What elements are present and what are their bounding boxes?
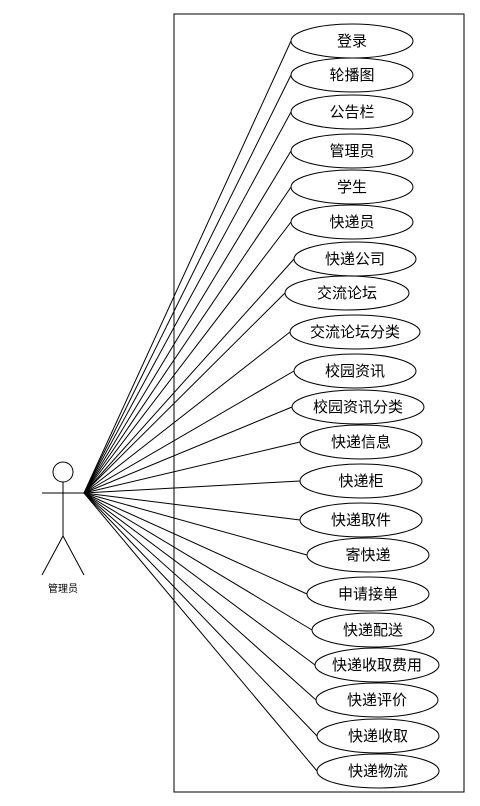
use-case-label: 快递柜 xyxy=(338,472,383,490)
use-case-label: 快递取件 xyxy=(331,511,391,529)
use-case: 快递员 xyxy=(290,204,414,240)
association-line xyxy=(83,406,293,494)
use-case: 登录 xyxy=(290,23,414,59)
use-case-label: 申请接单 xyxy=(338,585,398,603)
use-case: 快递评价 xyxy=(315,682,439,718)
associations xyxy=(83,40,318,772)
use-case-ellipse xyxy=(290,133,414,169)
use-cases: 登录轮播图公告栏管理员学生快递员快递公司交流论坛交流论坛分类校园资讯校园资讯分类… xyxy=(284,23,440,789)
use-case: 交流论坛 xyxy=(284,275,410,311)
association-line xyxy=(83,492,313,631)
use-case-ellipse xyxy=(314,647,440,683)
actor: 管理员 xyxy=(41,461,85,595)
use-case-ellipse xyxy=(306,537,430,573)
association-line xyxy=(83,492,317,701)
use-case-label: 公告栏 xyxy=(329,103,374,121)
use-case: 快递公司 xyxy=(293,241,417,277)
association-line xyxy=(83,258,295,494)
actor-head xyxy=(52,461,74,483)
use-case-label: 快递配送 xyxy=(343,621,403,639)
use-case-label: 学生 xyxy=(337,178,367,196)
use-case-ellipse xyxy=(311,612,435,648)
use-case: 交流论坛分类 xyxy=(289,314,421,350)
use-case: 公告栏 xyxy=(290,94,414,130)
use-case: 学生 xyxy=(290,169,414,205)
use-case: 快递取件 xyxy=(299,502,423,538)
use-case: 快递物流 xyxy=(316,753,440,789)
use-case: 快递柜 xyxy=(299,463,423,499)
use-case-label: 交流论坛 xyxy=(317,284,377,302)
association-line xyxy=(83,186,292,494)
use-case-ellipse xyxy=(289,314,421,350)
use-case-ellipse xyxy=(315,682,439,718)
use-case-ellipse xyxy=(306,576,430,612)
association-line xyxy=(83,441,301,494)
use-case-ellipse xyxy=(316,753,440,789)
use-case: 快递配送 xyxy=(311,612,435,648)
use-case-label: 快递公司 xyxy=(325,250,385,268)
use-case-label: 管理员 xyxy=(329,142,374,160)
use-case-label: 快递物流 xyxy=(348,762,408,780)
association-line xyxy=(83,492,316,666)
use-case-label: 登录 xyxy=(337,32,367,50)
association-line xyxy=(83,331,291,494)
association-line xyxy=(83,492,318,772)
use-case-label: 交流论坛分类 xyxy=(310,323,400,341)
use-case-label: 轮播图 xyxy=(329,66,374,84)
use-case-ellipse xyxy=(316,718,440,754)
use-case-ellipse xyxy=(299,424,423,460)
use-case-label: 快递评价 xyxy=(347,691,407,709)
association-line xyxy=(83,74,292,494)
association-line xyxy=(83,150,292,494)
use-case: 校园资讯分类 xyxy=(291,389,425,425)
use-case-ellipse xyxy=(293,353,417,389)
use-case-ellipse xyxy=(290,204,414,240)
use-case: 校园资讯 xyxy=(293,353,417,389)
association-line xyxy=(83,111,292,494)
association-line xyxy=(83,492,308,556)
use-case-ellipse xyxy=(291,389,425,425)
actor-left-leg xyxy=(41,535,64,576)
use-case-label: 校园资讯分类 xyxy=(313,398,403,416)
association-line xyxy=(83,492,318,737)
use-case-label: 快递信息 xyxy=(331,433,391,451)
use-case-label: 快递收取 xyxy=(348,727,408,745)
use-case-label: 寄快递 xyxy=(345,546,390,564)
use-case: 轮播图 xyxy=(290,57,414,93)
use-case-ellipse xyxy=(299,463,423,499)
use-case: 快递收取费用 xyxy=(314,647,440,683)
association-line xyxy=(83,370,295,494)
association-line xyxy=(83,492,308,595)
use-case-ellipse xyxy=(290,169,414,205)
use-case: 快递收取 xyxy=(316,718,440,754)
use-case: 管理员 xyxy=(290,133,414,169)
use-case-label: 校园资讯 xyxy=(325,362,385,380)
use-case-ellipse xyxy=(290,94,414,130)
use-case-ellipse xyxy=(290,57,414,93)
association-line xyxy=(83,292,286,494)
use-case-label: 快递收取费用 xyxy=(332,656,422,674)
use-case: 申请接单 xyxy=(306,576,430,612)
use-case-ellipse xyxy=(284,275,410,311)
use-case: 寄快递 xyxy=(306,537,430,573)
use-case: 快递信息 xyxy=(299,424,423,460)
association-line xyxy=(83,221,292,494)
association-line xyxy=(83,492,301,521)
actor-right-leg xyxy=(62,535,85,576)
actor-label: 管理员 xyxy=(48,582,78,595)
association-line xyxy=(83,40,292,494)
use-case-ellipse xyxy=(299,502,423,538)
use-case-label: 快递员 xyxy=(329,213,374,231)
association-line xyxy=(83,480,301,494)
